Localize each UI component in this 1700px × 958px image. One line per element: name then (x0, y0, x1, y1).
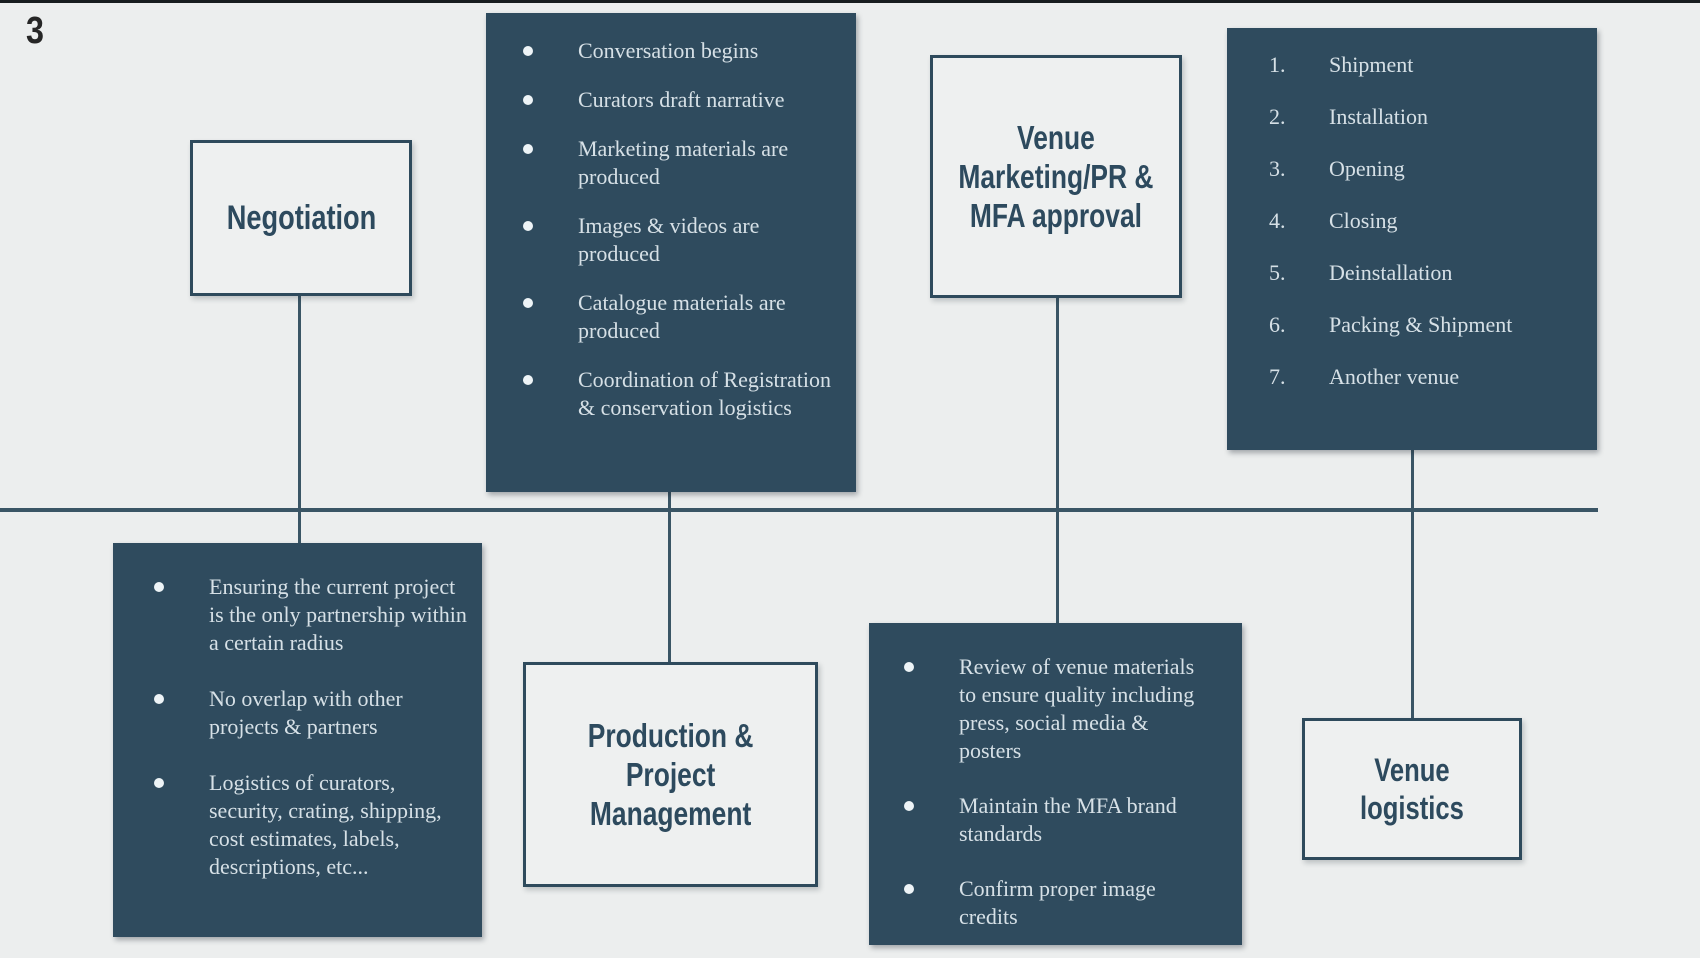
bullet-item: Confirm proper image credits (901, 875, 1228, 931)
bullet-icon (904, 801, 914, 811)
production-tasks-box: Conversation begins Curators draft narra… (486, 13, 856, 492)
box-title: Venue logistics (1360, 751, 1464, 827)
list-text: Installation (1329, 104, 1428, 129)
list-text: Deinstallation (1329, 260, 1453, 285)
bullet-icon (904, 662, 914, 672)
bullet-item: Curators draft narrative (520, 86, 838, 114)
production-title-box: Production & Project Management (523, 662, 818, 887)
list-number: 5. (1269, 260, 1286, 285)
bullet-text: Ensuring the current project is the only… (209, 574, 467, 655)
bullet-icon (523, 46, 533, 56)
list-text: Another venue (1329, 364, 1460, 389)
connector-venue-marketing (1056, 296, 1059, 626)
box-title-line: Production & (587, 717, 754, 754)
bullet-icon (154, 694, 164, 704)
connector-production (668, 490, 671, 665)
top-border (0, 0, 1700, 3)
bullet-item: No overlap with other projects & partner… (151, 685, 468, 741)
bullet-icon (523, 298, 533, 308)
list-number: 6. (1269, 312, 1286, 337)
venue-steps-box: 1. Shipment 2. Installation 3. Opening 4… (1227, 28, 1597, 450)
bullet-item: Logistics of curators, security, crating… (151, 769, 468, 881)
bullet-item: Marketing materials are produced (520, 135, 838, 191)
bullet-icon (523, 375, 533, 385)
box-title: Production & Project Management (588, 716, 754, 833)
numbered-item: 7. Another venue (1269, 363, 1583, 391)
bullet-icon (523, 221, 533, 231)
bullet-icon (154, 778, 164, 788)
negotiation-details-box: Ensuring the current project is the only… (113, 543, 482, 937)
box-title: Negotiation (226, 198, 376, 238)
venue-marketing-title-box: Venue Marketing/PR & MFA approval (930, 55, 1182, 298)
box-title-line: Management (589, 795, 752, 832)
numbered-item: 6. Packing & Shipment (1269, 311, 1583, 339)
bullet-text: Review of venue materials to ensure qual… (959, 654, 1195, 763)
connector-venue-logistics (1411, 448, 1414, 721)
bullet-item: Images & videos are produced (520, 212, 838, 268)
numbered-item: 1. Shipment (1269, 51, 1583, 79)
bullet-icon (154, 582, 164, 592)
bullet-item: Ensuring the current project is the only… (151, 573, 468, 657)
box-title-line: Venue (1374, 752, 1450, 788)
list-text: Packing & Shipment (1329, 312, 1513, 337)
box-title-line: Marketing/PR & (958, 158, 1154, 195)
bullet-icon (523, 95, 533, 105)
box-title-line: Negotiation (226, 199, 376, 237)
list-text: Closing (1329, 208, 1398, 233)
numbered-item: 4. Closing (1269, 207, 1583, 235)
bullet-item: Coordination of Registration & conservat… (520, 366, 838, 422)
numbered-item: 2. Installation (1269, 103, 1583, 131)
bullet-text: Confirm proper image credits (959, 876, 1156, 929)
numbered-item: 5. Deinstallation (1269, 259, 1583, 287)
list-text: Shipment (1329, 52, 1414, 77)
bullet-text: No overlap with other projects & partner… (209, 686, 403, 739)
list-number: 4. (1269, 208, 1286, 233)
bullet-icon (523, 144, 533, 154)
timeline-line (0, 508, 1598, 512)
bullet-item: Conversation begins (520, 37, 838, 65)
box-title-line: logistics (1360, 790, 1464, 826)
connector-negotiation (298, 294, 301, 546)
numbered-item: 3. Opening (1269, 155, 1583, 183)
list-text: Opening (1329, 156, 1405, 181)
bullet-text: Catalogue materials are produced (578, 290, 786, 343)
bullet-item: Catalogue materials are produced (520, 289, 838, 345)
box-title-line: MFA approval (969, 197, 1143, 234)
approval-details-box: Review of venue materials to ensure qual… (869, 623, 1242, 945)
bullet-icon (904, 884, 914, 894)
box-title: Venue Marketing/PR & MFA approval (958, 118, 1153, 235)
slide-number: 3 (26, 10, 44, 52)
bullet-text: Curators draft narrative (578, 87, 785, 112)
bullet-text: Logistics of curators, security, crating… (209, 770, 442, 879)
box-title-line: Venue (1017, 119, 1095, 156)
bullet-text: Conversation begins (578, 38, 759, 63)
bullet-text: Marketing materials are produced (578, 136, 789, 189)
list-number: 7. (1269, 364, 1286, 389)
list-number: 2. (1269, 104, 1286, 129)
negotiation-title-box: Negotiation (190, 140, 412, 296)
bullet-text: Images & videos are produced (578, 213, 760, 266)
bullet-item: Review of venue materials to ensure qual… (901, 653, 1228, 765)
venue-logistics-title-box: Venue logistics (1302, 718, 1522, 860)
bullet-text: Coordination of Registration & conservat… (578, 367, 831, 420)
bullet-text: Maintain the MFA brand standards (959, 793, 1177, 846)
list-number: 3. (1269, 156, 1286, 181)
list-number: 1. (1269, 52, 1286, 77)
box-title-line: Project (625, 756, 716, 793)
bullet-item: Maintain the MFA brand standards (901, 792, 1228, 848)
